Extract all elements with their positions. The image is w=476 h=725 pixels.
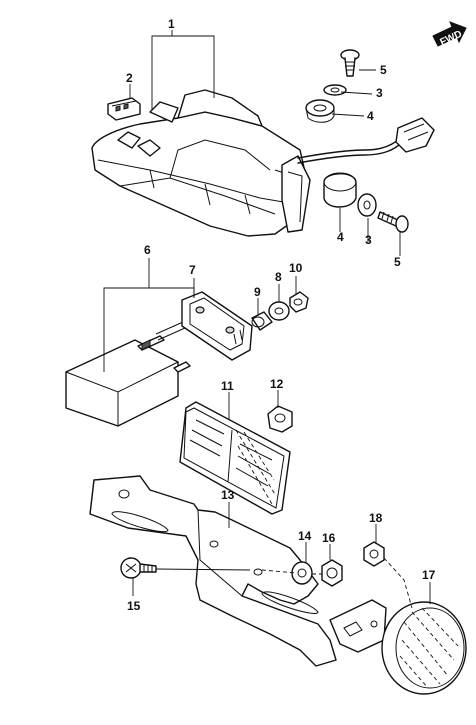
gasket-7 xyxy=(181,291,253,361)
callout-3-lower: 3 xyxy=(365,233,372,247)
tail-light-assembly xyxy=(91,89,311,237)
collar-9 xyxy=(251,311,273,331)
callout-4-upper: 4 xyxy=(367,109,374,123)
callout-9: 9 xyxy=(254,285,261,299)
reflector-11 xyxy=(179,401,291,515)
callout-5-lower: 5 xyxy=(394,255,401,269)
callouts: 1 2 3 3 4 4 5 5 6 7 8 9 10 11 12 13 14 1… xyxy=(126,17,436,613)
washer-8 xyxy=(268,301,290,321)
screw-15 xyxy=(120,557,157,579)
fwd-arrow-icon: FWD xyxy=(432,21,467,48)
callout-8: 8 xyxy=(275,270,282,284)
callout-1: 1 xyxy=(168,17,175,31)
callout-3-upper: 3 xyxy=(376,86,383,100)
lower-bolt-5 xyxy=(377,211,409,233)
leader-lines xyxy=(103,30,431,609)
callout-6: 6 xyxy=(144,243,151,257)
nut-16 xyxy=(321,559,343,587)
callout-16: 16 xyxy=(322,531,336,545)
reflector-lens-17 xyxy=(381,601,467,695)
lower-grommet-4 xyxy=(323,172,357,208)
callout-2: 2 xyxy=(126,71,133,85)
washer-14 xyxy=(291,561,313,585)
callout-11: 11 xyxy=(221,379,234,393)
callout-10: 10 xyxy=(289,261,303,275)
nut-12 xyxy=(267,405,293,433)
callout-4-lower: 4 xyxy=(337,230,344,244)
lower-washer-3 xyxy=(357,193,377,217)
callout-12: 12 xyxy=(270,377,284,391)
callout-17: 17 xyxy=(422,568,436,582)
wiring-harness xyxy=(297,117,435,164)
upper-grommet-4 xyxy=(305,99,335,123)
part-2-cap xyxy=(107,97,141,121)
callout-15: 15 xyxy=(127,599,141,613)
license-light-6 xyxy=(65,317,195,427)
callout-13: 13 xyxy=(221,488,235,502)
upper-bolt-5 xyxy=(340,49,360,77)
callout-14: 14 xyxy=(298,529,312,543)
callout-5-upper: 5 xyxy=(380,63,387,77)
nut-10 xyxy=(289,291,309,313)
bracket-13 xyxy=(89,475,387,667)
nut-18 xyxy=(363,541,385,567)
callout-7: 7 xyxy=(189,263,196,277)
upper-washer-3 xyxy=(323,84,347,96)
callout-18: 18 xyxy=(369,511,383,525)
